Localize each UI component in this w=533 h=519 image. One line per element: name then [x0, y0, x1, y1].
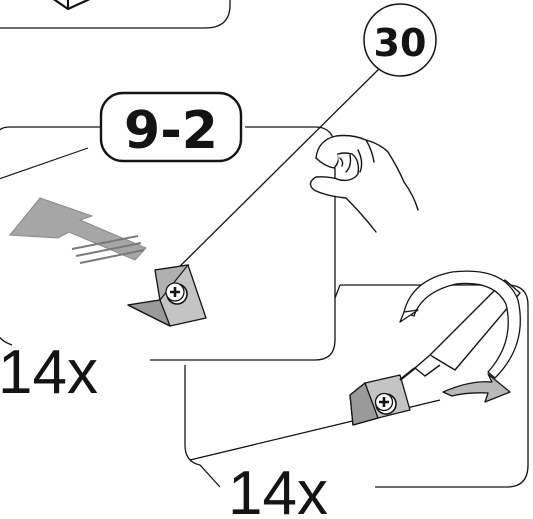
- left-panel-frame: [0, 126, 336, 361]
- corner-bracket-icon: [127, 264, 207, 327]
- left-panel-bottom-left: [0, 336, 13, 346]
- previous-step-panel: [0, 0, 231, 29]
- push-arrow-icon: [9, 197, 147, 264]
- part-number: 30: [374, 21, 427, 65]
- step-badge: 9-2: [99, 91, 243, 163]
- part-callout: 30: [160, 3, 437, 286]
- right-panel-connector: [334, 284, 341, 299]
- screwdriver-icon: [399, 279, 521, 381]
- corner-bracket-icon: [349, 374, 411, 426]
- screw-icon: [165, 282, 188, 305]
- step-number: 9-2: [124, 101, 218, 161]
- hand-icon: [309, 134, 419, 233]
- quantity-label-right: 14x: [228, 459, 328, 519]
- left-panel-inner-line: [0, 147, 89, 180]
- rotate-arrow-icon: [399, 270, 521, 403]
- screw-icon: [374, 392, 397, 415]
- box-icon: [52, 0, 91, 11]
- quantity-label-left: 14x: [0, 338, 98, 407]
